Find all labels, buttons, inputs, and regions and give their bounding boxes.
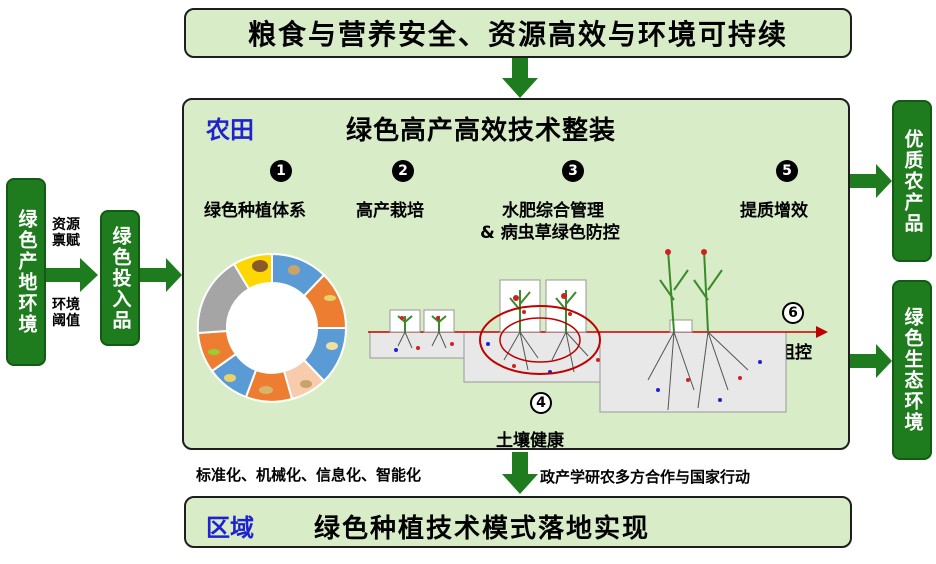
tech-note: 标准化、机械化、信息化、智能化 <box>196 466 422 484</box>
resource-label-2: 禀赋 <box>52 233 80 249</box>
field-profile-illustration <box>368 249 828 413</box>
goal-text: 粮食与营养安全、资源高效与环境可持续 <box>247 18 788 51</box>
farm-title: 绿色高产高效技术整装 <box>346 116 617 146</box>
green-env-box: 绿色产地环境 <box>6 178 46 366</box>
cooperation-note: 政产学研农多方合作与国家行动 <box>540 468 751 486</box>
eco-env-box: 绿色生态环境 <box>892 280 932 460</box>
step-1-label: 绿色种植体系 <box>204 201 306 221</box>
resource-label-1: 资源 <box>52 217 80 233</box>
region-tag: 区域 <box>206 514 254 542</box>
goal-box: 粮食与营养安全、资源高效与环境可持续 <box>184 8 852 58</box>
step-5-label: 提质增效 <box>740 201 808 221</box>
region-box: 区域 绿色种植技术模式落地实现 <box>184 496 852 548</box>
step-4-label: 土壤健康 <box>496 431 564 451</box>
right-arrow-icon-2 <box>140 258 182 292</box>
step-3-label: 水肥综合管理 <box>502 201 604 221</box>
quality-products-text: 优质农产品 <box>901 128 924 234</box>
farm-panel: 农田 绿色高产高效技术整装 1 2 3 5 6 4 绿色种植体系 高产栽培 水肥… <box>182 98 850 451</box>
step-3-badge: 3 <box>562 160 584 182</box>
farm-tag: 农田 <box>206 116 254 144</box>
down-arrow-icon-2 <box>502 452 538 494</box>
step-4-badge: 4 <box>530 392 552 414</box>
right-arrow-icon-3 <box>850 164 892 198</box>
step-5-badge: 5 <box>776 160 798 182</box>
step-3-label-2: & 病虫草绿色防控 <box>480 223 620 243</box>
quality-products-box: 优质农产品 <box>892 100 932 262</box>
down-arrow-icon <box>502 58 538 98</box>
cropping-system-donut <box>196 252 348 403</box>
step-1-badge: 1 <box>270 160 292 182</box>
step-2-badge: 2 <box>392 160 414 182</box>
green-env-text: 绿色产地环境 <box>15 209 38 335</box>
threshold-label-1: 环境 <box>52 297 80 313</box>
right-arrow-icon-1 <box>46 258 98 292</box>
green-inputs-box: 绿色投入品 <box>100 210 140 346</box>
step-6-badge: 6 <box>782 302 804 324</box>
step-2-label: 高产栽培 <box>356 201 424 221</box>
right-arrow-icon-4 <box>850 344 892 378</box>
green-inputs-text: 绿色投入品 <box>109 225 132 331</box>
eco-env-text: 绿色生态环境 <box>901 307 924 433</box>
region-title: 绿色种植技术模式落地实现 <box>314 514 651 544</box>
threshold-label-2: 阈值 <box>52 313 80 329</box>
